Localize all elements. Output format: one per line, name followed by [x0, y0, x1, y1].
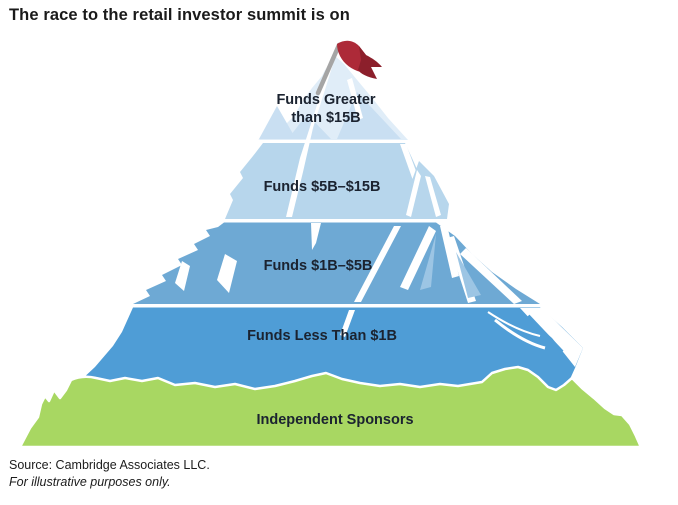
ridge-light-facet-2	[456, 252, 481, 298]
right-flank-blue-sliver	[526, 314, 564, 354]
footer: Source: Cambridge Associates LLC. For il…	[9, 457, 210, 491]
ridge-snow-wedge-2	[440, 225, 459, 278]
summit-flag-fold	[358, 46, 382, 79]
tier-label-5b-15b: Funds $5B–$15B	[264, 179, 381, 195]
right-flank-snow-curve-2	[487, 311, 541, 337]
tier-5b-15b-shape	[225, 143, 436, 219]
summit-background-peak-right	[337, 92, 401, 139]
ridge-light-facet-1	[420, 234, 436, 290]
tier-label-1b-5b: Funds $1B–$5B	[264, 258, 373, 274]
tier-independent-sponsors-shape	[18, 365, 642, 449]
disclaimer-text: For illustrative purposes only.	[9, 475, 171, 489]
tier-label-summit-line1: Funds Greater	[276, 92, 375, 108]
crevasse-streak-tier2	[311, 223, 321, 250]
right-flank-snow-curve-1	[494, 318, 546, 350]
ridge-snow-wedge-4	[460, 248, 522, 304]
tier-1b-5b-shape	[133, 222, 540, 304]
secondary-peak-snow-ridge-2	[425, 176, 441, 217]
secondary-peak-snow-ridge-1	[406, 170, 421, 217]
ridge-snow-wedge-1	[400, 226, 436, 290]
left-edge-snow-patch-1	[175, 261, 190, 291]
tier-label-less-1b: Funds Less Than $1B	[247, 328, 397, 344]
summit-background-peak-mid	[288, 114, 331, 139]
tier-label-summit-line2: than $15B	[291, 110, 360, 126]
left-edge-snow-patch-2	[217, 254, 237, 293]
crevasse-streak-tier3-diagonal	[354, 226, 401, 302]
crevasse-streak-main	[286, 60, 334, 217]
crevasse-streak-right	[347, 78, 363, 120]
flag-pole	[315, 42, 342, 96]
tier-less-1b-shape	[63, 307, 583, 400]
summit-flag-icon	[337, 40, 366, 72]
tier-label-independent-sponsors: Independent Sponsors	[256, 412, 413, 428]
crevasse-streak-tier4	[340, 310, 355, 337]
source-text: Source: Cambridge Associates LLC.	[9, 458, 210, 472]
page-title: The race to the retail investor summit i…	[9, 6, 350, 24]
summit-background-peak-left	[259, 106, 296, 139]
